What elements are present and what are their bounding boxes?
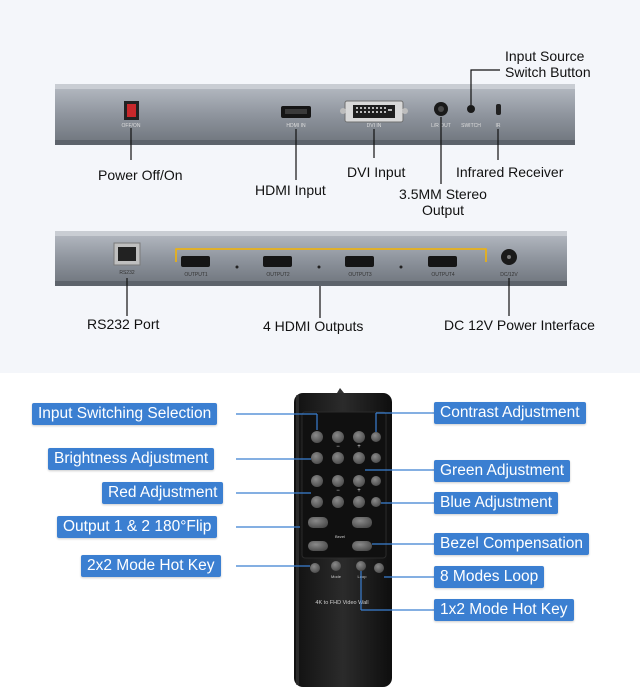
stereo-output-label: 3.5MM Stereo Output [399,186,487,218]
callout-contrast: Contrast Adjustment [434,402,586,424]
svg-text:+: + [357,444,361,450]
input-source-switch-label: Input Source Switch Button [505,48,591,80]
callout-green: Green Adjustment [434,460,571,482]
svg-text:OUTPUT4: OUTPUT4 [431,272,455,278]
callout-bezel: Bezel Compensation [434,533,590,555]
device-leader-lines [130,69,500,184]
callout-1x2-mode: 1x2 Mode Hot Key [434,599,574,621]
dc-power-label: DC 12V Power Interface [444,317,595,333]
power-label: Power Off/On [98,167,183,183]
remote-control: − + − + Bezel Mode Loop 4K to FHD Video Wa… [294,388,392,687]
callout-brightness: Brightness Adjustment [48,448,215,470]
remote-leader-lines [236,412,434,611]
callout-8-modes-loop: 8 Modes Loop [434,566,545,588]
svg-text:Mode: Mode [331,574,342,579]
hdmi-outputs-label: 4 HDMI Outputs [263,318,364,334]
svg-text:HDMI IN: HDMI IN [286,123,306,129]
device-rear-panel: RS232 OUTPUT1 OUTPUT2 OUTPUT3 OUTPUT4 DC… [55,231,567,286]
callout-flip: Output 1 & 2 180°Flip [57,516,218,538]
svg-text:DC/12V: DC/12V [500,272,518,278]
svg-text:SWITCH: SWITCH [461,123,481,129]
svg-text:DVI IN: DVI IN [367,123,382,129]
svg-text:−: − [336,444,340,450]
rs232-label: RS232 Port [87,316,160,332]
device-front-panel: OFF/ON HDMI IN DVI IN L/R OUT SWITCH IR [55,84,575,145]
callout-red: Red Adjustment [102,482,224,504]
callout-input-switching: Input Switching Selection [32,403,218,425]
off-on-print: OFF/ON [122,123,141,129]
svg-text:+: + [357,488,361,494]
svg-text:OUTPUT2: OUTPUT2 [266,272,290,278]
svg-text:IR: IR [496,123,501,129]
callout-blue: Blue Adjustment [434,492,559,514]
hdmi-input-label: HDMI Input [255,182,326,198]
svg-text:4K to FHD Video Wall: 4K to FHD Video Wall [315,600,368,606]
svg-text:Loop: Loop [358,574,368,579]
dvi-input-label: DVI Input [347,164,406,180]
svg-text:OUTPUT1: OUTPUT1 [184,272,208,278]
svg-text:−: − [336,488,340,494]
infrared-receiver-label: Infrared Receiver [456,164,564,180]
callout-2x2-mode: 2x2 Mode Hot Key [81,555,221,577]
svg-text:OUTPUT3: OUTPUT3 [348,272,372,278]
svg-text:RS232: RS232 [119,270,135,276]
svg-text:Bezel: Bezel [335,534,345,539]
